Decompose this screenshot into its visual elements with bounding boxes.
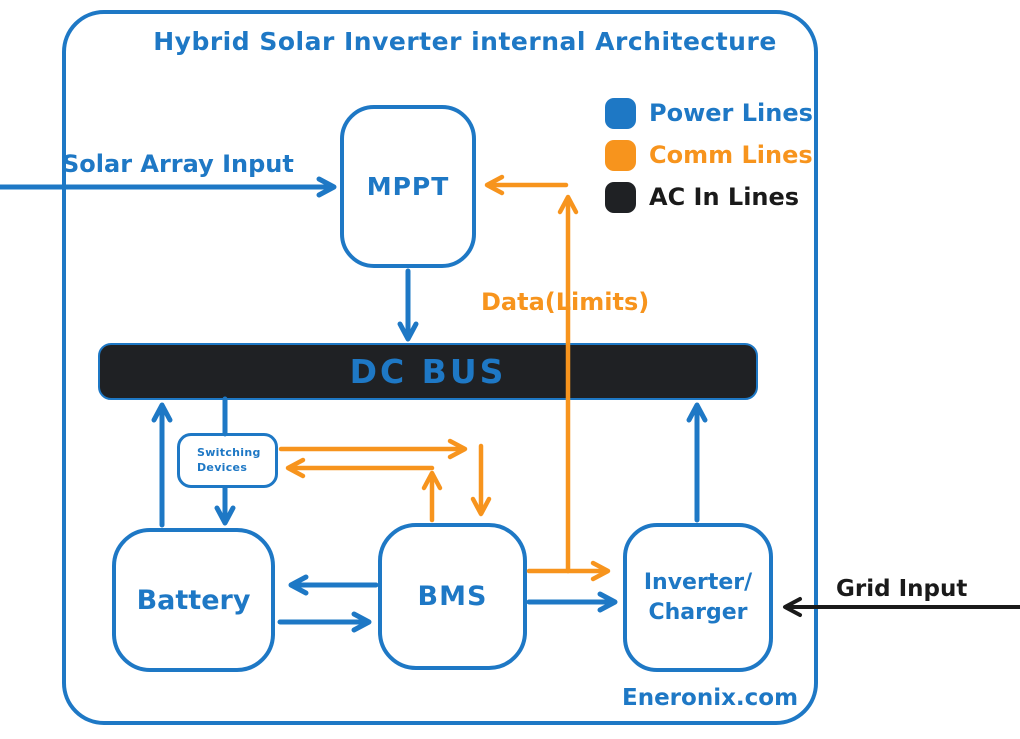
legend-comm-label: Comm Lines <box>649 141 813 169</box>
legend: Power Lines Comm Lines AC In Lines <box>605 96 813 222</box>
power-lines-swatch-icon <box>605 97 636 129</box>
battery-node: Battery <box>112 528 275 672</box>
data-limits-label: Data(Limits) <box>481 288 650 316</box>
inverter-charger-label-line2: Charger <box>648 599 748 625</box>
mppt-label: MPPT <box>366 172 450 201</box>
watermark-label: Eneronix.com <box>622 685 799 711</box>
diagram-frame <box>62 10 818 725</box>
dc-bus-label: DC BUS <box>349 352 507 391</box>
diagram-title: Hybrid Solar Inverter internal Architect… <box>153 27 777 56</box>
legend-item-comm-lines: Comm Lines <box>605 138 813 172</box>
switching-devices-label-line1: Switching <box>197 445 261 459</box>
inverter-charger-node: Inverter/ Charger <box>623 523 773 672</box>
dc-bus-bar: DC BUS <box>98 343 758 400</box>
solar-array-input-label: Solar Array Input <box>62 150 294 178</box>
switching-devices-label-line2: Devices <box>197 460 248 474</box>
battery-label: Battery <box>136 584 251 616</box>
grid-input-label: Grid Input <box>836 576 968 602</box>
mppt-node: MPPT <box>340 105 476 268</box>
bms-label: BMS <box>417 581 488 612</box>
inverter-charger-label-line1: Inverter/ <box>643 569 753 595</box>
ac-in-lines-swatch-icon <box>605 181 636 213</box>
legend-power-label: Power Lines <box>649 99 813 127</box>
comm-lines-swatch-icon <box>605 139 636 171</box>
legend-ac-label: AC In Lines <box>649 183 800 211</box>
legend-item-power-lines: Power Lines <box>605 96 813 130</box>
bms-node: BMS <box>378 523 527 670</box>
legend-item-ac-in-lines: AC In Lines <box>605 180 813 214</box>
switching-devices-node: Switching Devices <box>177 433 278 488</box>
